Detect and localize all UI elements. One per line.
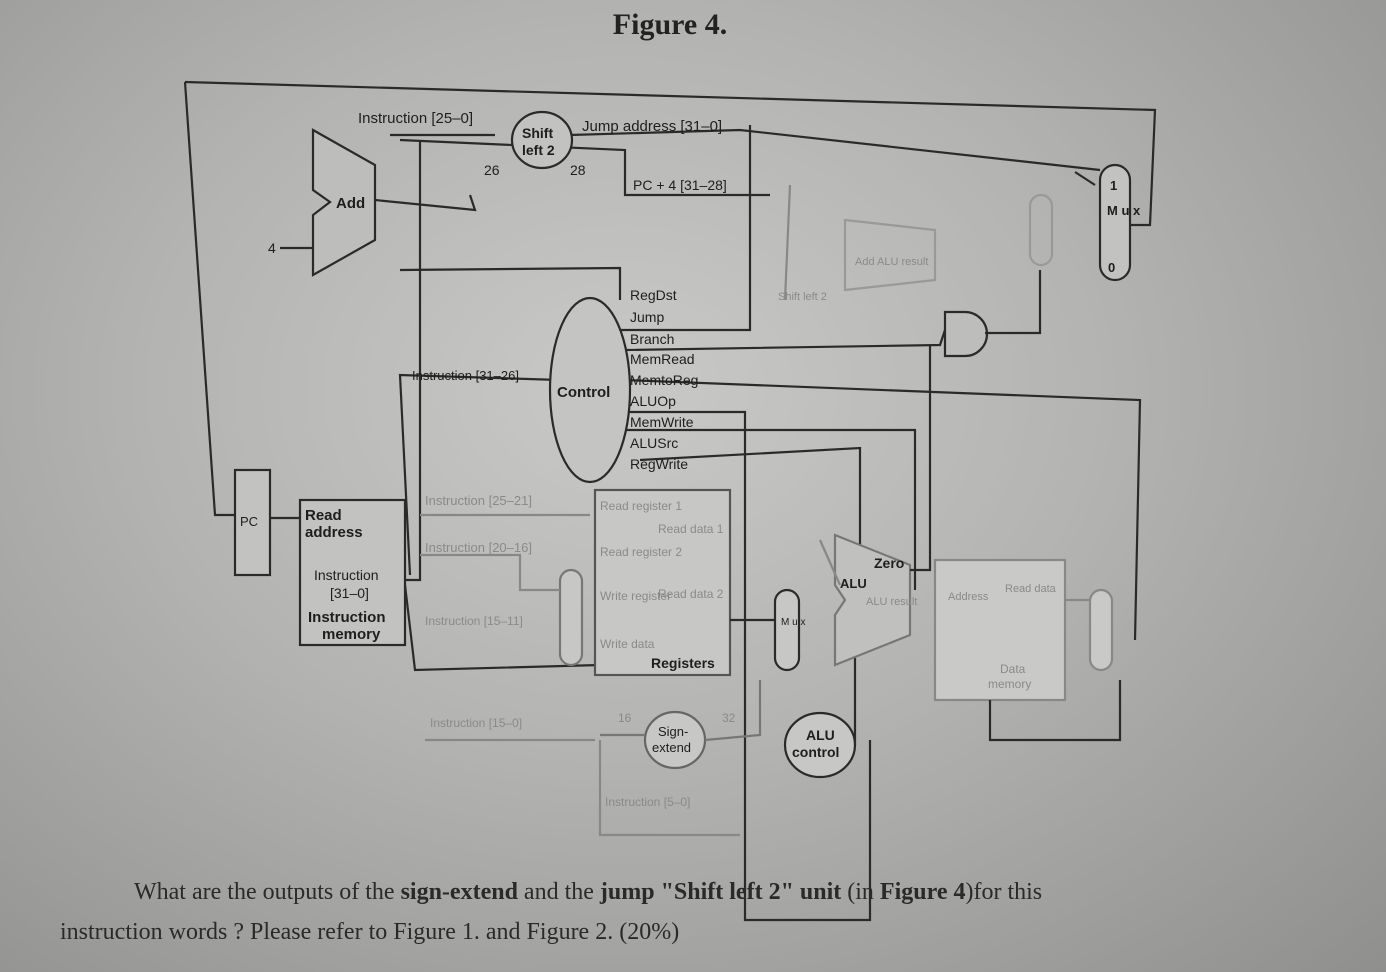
label-jump-mux: M u x bbox=[1107, 203, 1141, 218]
control-unit bbox=[548, 296, 632, 484]
control-signal-alusrc: ALUSrc bbox=[630, 435, 678, 451]
label-thirty-two: 32 bbox=[722, 711, 736, 725]
label-sign-1: Sign- bbox=[658, 724, 688, 739]
pc-register bbox=[233, 468, 272, 577]
label-instruction-25-0: Instruction [25–0] bbox=[358, 110, 473, 127]
label-four: 4 bbox=[268, 240, 276, 256]
label-registers: Registers bbox=[651, 655, 715, 671]
label-control: Control bbox=[557, 384, 610, 401]
question-text: What are the outputs of the sign-extend … bbox=[60, 872, 1370, 952]
label-pc: PC bbox=[240, 514, 258, 529]
label-instruction-5-0: Instruction [5–0] bbox=[605, 795, 690, 809]
label-read-data-1: Read data 1 bbox=[658, 522, 724, 536]
figure-title: Figure 4. bbox=[612, 8, 728, 41]
data-memory bbox=[933, 558, 1067, 702]
label-add-alu-result: Add ALU result bbox=[855, 256, 928, 268]
label-write-register: Write register bbox=[600, 589, 671, 603]
label-instruction-15-0: Instruction [15–0] bbox=[430, 716, 522, 730]
label-jump-mux-1: 1 bbox=[1110, 178, 1117, 193]
label-width-26: 26 bbox=[484, 162, 500, 178]
instruction-memory bbox=[298, 498, 407, 647]
register-file bbox=[593, 488, 732, 677]
label-width-28: 28 bbox=[570, 162, 586, 178]
label-shift-top: Shift bbox=[522, 125, 553, 141]
pc-feedback-wire bbox=[184, 80, 1157, 227]
label-read-register-2: Read register 2 bbox=[600, 545, 682, 559]
control-signal-memread: MemRead bbox=[630, 351, 695, 367]
control-signal-jump: Jump bbox=[630, 309, 664, 325]
label-add: Add bbox=[336, 195, 365, 212]
label-jump-mux-0: 0 bbox=[1108, 260, 1115, 275]
label-write-data: Write data bbox=[600, 637, 655, 651]
label-sign-2: extend bbox=[652, 740, 691, 755]
control-signal-regdst: RegDst bbox=[630, 287, 677, 303]
question-line-2: instruction words ? Please refer to Figu… bbox=[60, 919, 680, 945]
label-instruction-1: Instruction bbox=[314, 567, 379, 583]
question-line-1: What are the outputs of the sign-extend … bbox=[134, 879, 1043, 905]
label-instruction-20-16: Instruction [20–16] bbox=[425, 540, 532, 555]
main-alu bbox=[833, 533, 912, 667]
label-instr-mem-2: memory bbox=[322, 626, 381, 643]
label-read-address-2: address bbox=[305, 524, 363, 541]
label-alu-control-1: ALU bbox=[806, 727, 835, 743]
control-signal-regwrite: RegWrite bbox=[630, 456, 688, 472]
add-unit-shape bbox=[311, 128, 377, 277]
regdst-mux bbox=[558, 568, 584, 667]
label-read-register-1: Read register 1 bbox=[600, 499, 682, 513]
label-alu-control-2: control bbox=[792, 744, 839, 760]
label-jump-address: Jump address [31–0] bbox=[582, 118, 722, 135]
label-shift-bottom: left 2 bbox=[522, 142, 555, 158]
label-alu: ALU bbox=[840, 576, 867, 591]
label-alusrc-mux: M u x bbox=[781, 617, 805, 628]
label-data-memory-1: Data bbox=[1000, 662, 1026, 676]
label-read-address-1: Read bbox=[305, 507, 342, 524]
memtoreg-mux bbox=[1088, 588, 1114, 672]
branch-add-alu bbox=[843, 218, 937, 292]
label-instruction-15-11: Instruction [15–11] bbox=[425, 614, 523, 628]
alusrc-mux bbox=[773, 588, 801, 672]
branch-and-gate bbox=[943, 310, 989, 358]
label-address: Address bbox=[948, 591, 989, 603]
branch-mux bbox=[1028, 193, 1054, 267]
label-instr-mem-1: Instruction bbox=[308, 609, 386, 626]
jump-shift-left-2 bbox=[510, 110, 574, 170]
label-instruction-25-21: Instruction [25–21] bbox=[425, 493, 532, 508]
control-signal-branch: Branch bbox=[630, 331, 674, 347]
label-instruction-2: [31–0] bbox=[330, 585, 369, 601]
label-data-memory-2: memory bbox=[988, 677, 1031, 691]
label-sixteen: 16 bbox=[618, 711, 632, 725]
label-zero: Zero bbox=[874, 555, 904, 571]
control-signal-memwrite: MemWrite bbox=[630, 414, 694, 430]
control-signal-memtoreg: MemtoReg bbox=[630, 372, 698, 388]
label-shift-left-2-mid: Shift left 2 bbox=[778, 291, 827, 303]
jump-mux bbox=[1098, 163, 1132, 282]
label-pc4: PC + 4 [31–28] bbox=[633, 177, 727, 193]
control-signal-aluop: ALUOp bbox=[630, 393, 676, 409]
label-read-data-2: Read data 2 bbox=[658, 587, 724, 601]
label-read-data: Read data bbox=[1005, 583, 1057, 595]
label-instruction-31-26: Instruction [31–26] bbox=[412, 368, 519, 383]
label-alu-result: ALU result bbox=[866, 596, 917, 608]
